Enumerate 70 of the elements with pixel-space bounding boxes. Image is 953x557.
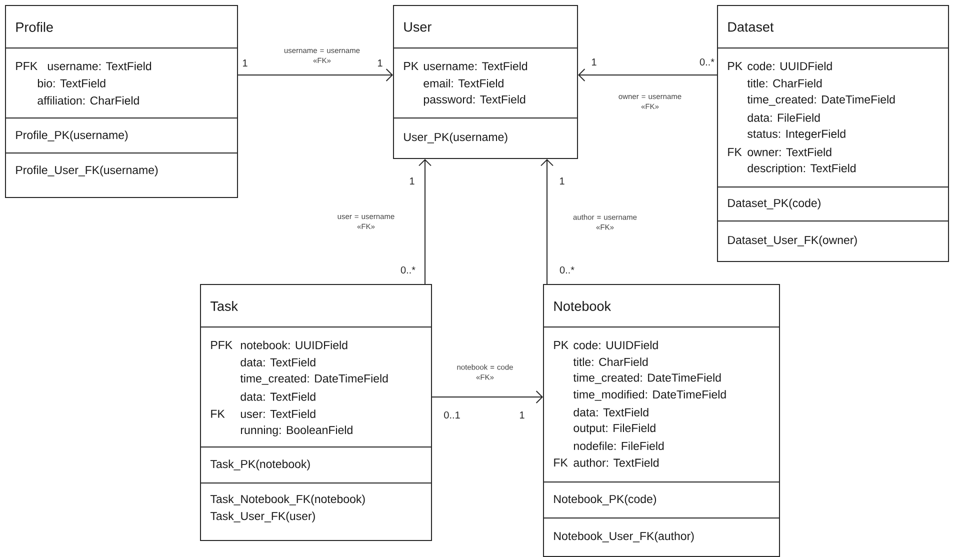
multiplicity-label: 0..* <box>560 266 574 274</box>
constraint-text: Task_User_FK(user) <box>210 512 315 522</box>
constraint-text: Profile_User_FK(username) <box>16 166 158 176</box>
key-label: FK <box>554 458 568 467</box>
attribute-text: data: TextField <box>240 392 316 401</box>
attribute-text: running: BooleanField <box>240 426 352 436</box>
class-name: Dataset <box>728 22 774 32</box>
attribute-text: email: TextField <box>424 78 504 88</box>
attribute-text: data: TextField <box>574 408 648 416</box>
association-arrow <box>540 159 554 284</box>
attribute-text: time_created: DateTimeField <box>573 373 721 384</box>
attribute-text: code: UUIDField <box>748 62 832 70</box>
attribute-text: username: TextField <box>48 62 152 70</box>
constraint-text: Task_Notebook_FK(notebook) <box>210 494 365 506</box>
constraint-text: Dataset_PK(code) <box>728 198 820 210</box>
multiplicity-label: 1 <box>592 58 596 66</box>
attribute-text: notebook: UUIDField <box>240 340 348 350</box>
constraint-text: Profile_PK(username) <box>16 130 128 142</box>
attribute-text: time_created: DateTimeField <box>240 374 388 385</box>
constraint-text: Task_PK(notebook) <box>210 460 310 470</box>
constraint-text: Notebook_User_FK(author) <box>554 532 694 542</box>
constraint-text: User_PK(username) <box>404 132 508 144</box>
attribute-text: description: TextField <box>748 164 856 175</box>
attribute-text: code: UUIDField <box>574 340 658 350</box>
class-box <box>4 5 238 198</box>
attribute-text: nodefile: FileField <box>574 442 664 450</box>
attribute-text: user: TextField <box>240 410 316 418</box>
attribute-text: username: TextField <box>424 62 528 70</box>
multiplicity-label: 0..1 <box>444 411 460 419</box>
attribute-text: time_created: DateTimeField <box>747 95 895 106</box>
attribute-text: status: IntegerField <box>748 129 846 140</box>
class-box <box>392 5 578 159</box>
class-name: Profile <box>16 22 53 32</box>
multiplicity-label: 1 <box>378 60 382 66</box>
attribute-text: output: FileField <box>574 424 656 434</box>
multiplicity-label: 0..* <box>400 266 416 274</box>
class-name: Notebook <box>554 301 611 311</box>
multiplicity-label: 1 <box>520 412 524 418</box>
attribute-text: affiliation: CharField <box>38 96 139 105</box>
multiplicity-label: 1 <box>410 178 414 184</box>
attribute-text: author: TextField <box>574 458 659 467</box>
class-name: Task <box>210 301 238 311</box>
association-arrow <box>578 68 718 82</box>
class-name: User <box>404 22 432 32</box>
key-label: PFK <box>16 62 38 70</box>
association-arrow <box>432 390 543 404</box>
key-label: PK <box>404 62 418 70</box>
attribute-text: bio: TextField <box>38 78 106 88</box>
class-box <box>542 284 780 557</box>
multiplicity-label: 1 <box>560 178 564 184</box>
class-box <box>716 5 949 262</box>
multiplicity-label: 1 <box>243 60 248 66</box>
key-label: PK <box>728 62 742 70</box>
key-label: PFK <box>211 341 232 349</box>
attribute-text: title: CharField <box>573 358 648 366</box>
attribute-text: password: TextField <box>424 95 526 106</box>
attribute-text: data: TextField <box>240 358 316 366</box>
association-arrow <box>238 68 393 82</box>
constraint-text: Notebook_PK(code) <box>554 494 656 506</box>
attribute-text: owner: TextField <box>748 148 832 156</box>
association-arrow <box>418 159 432 284</box>
key-label: FK <box>211 410 225 418</box>
key-label: PK <box>554 341 568 349</box>
attribute-text: title: CharField <box>747 78 822 88</box>
constraint-text: Dataset_User_FK(owner) <box>728 236 857 246</box>
attribute-text: data: FileField <box>748 113 820 122</box>
attribute-text: time_modified: DateTimeField <box>573 390 726 401</box>
key-label: FK <box>728 148 742 156</box>
multiplicity-label: 0..* <box>700 58 714 66</box>
class-box <box>200 284 432 541</box>
